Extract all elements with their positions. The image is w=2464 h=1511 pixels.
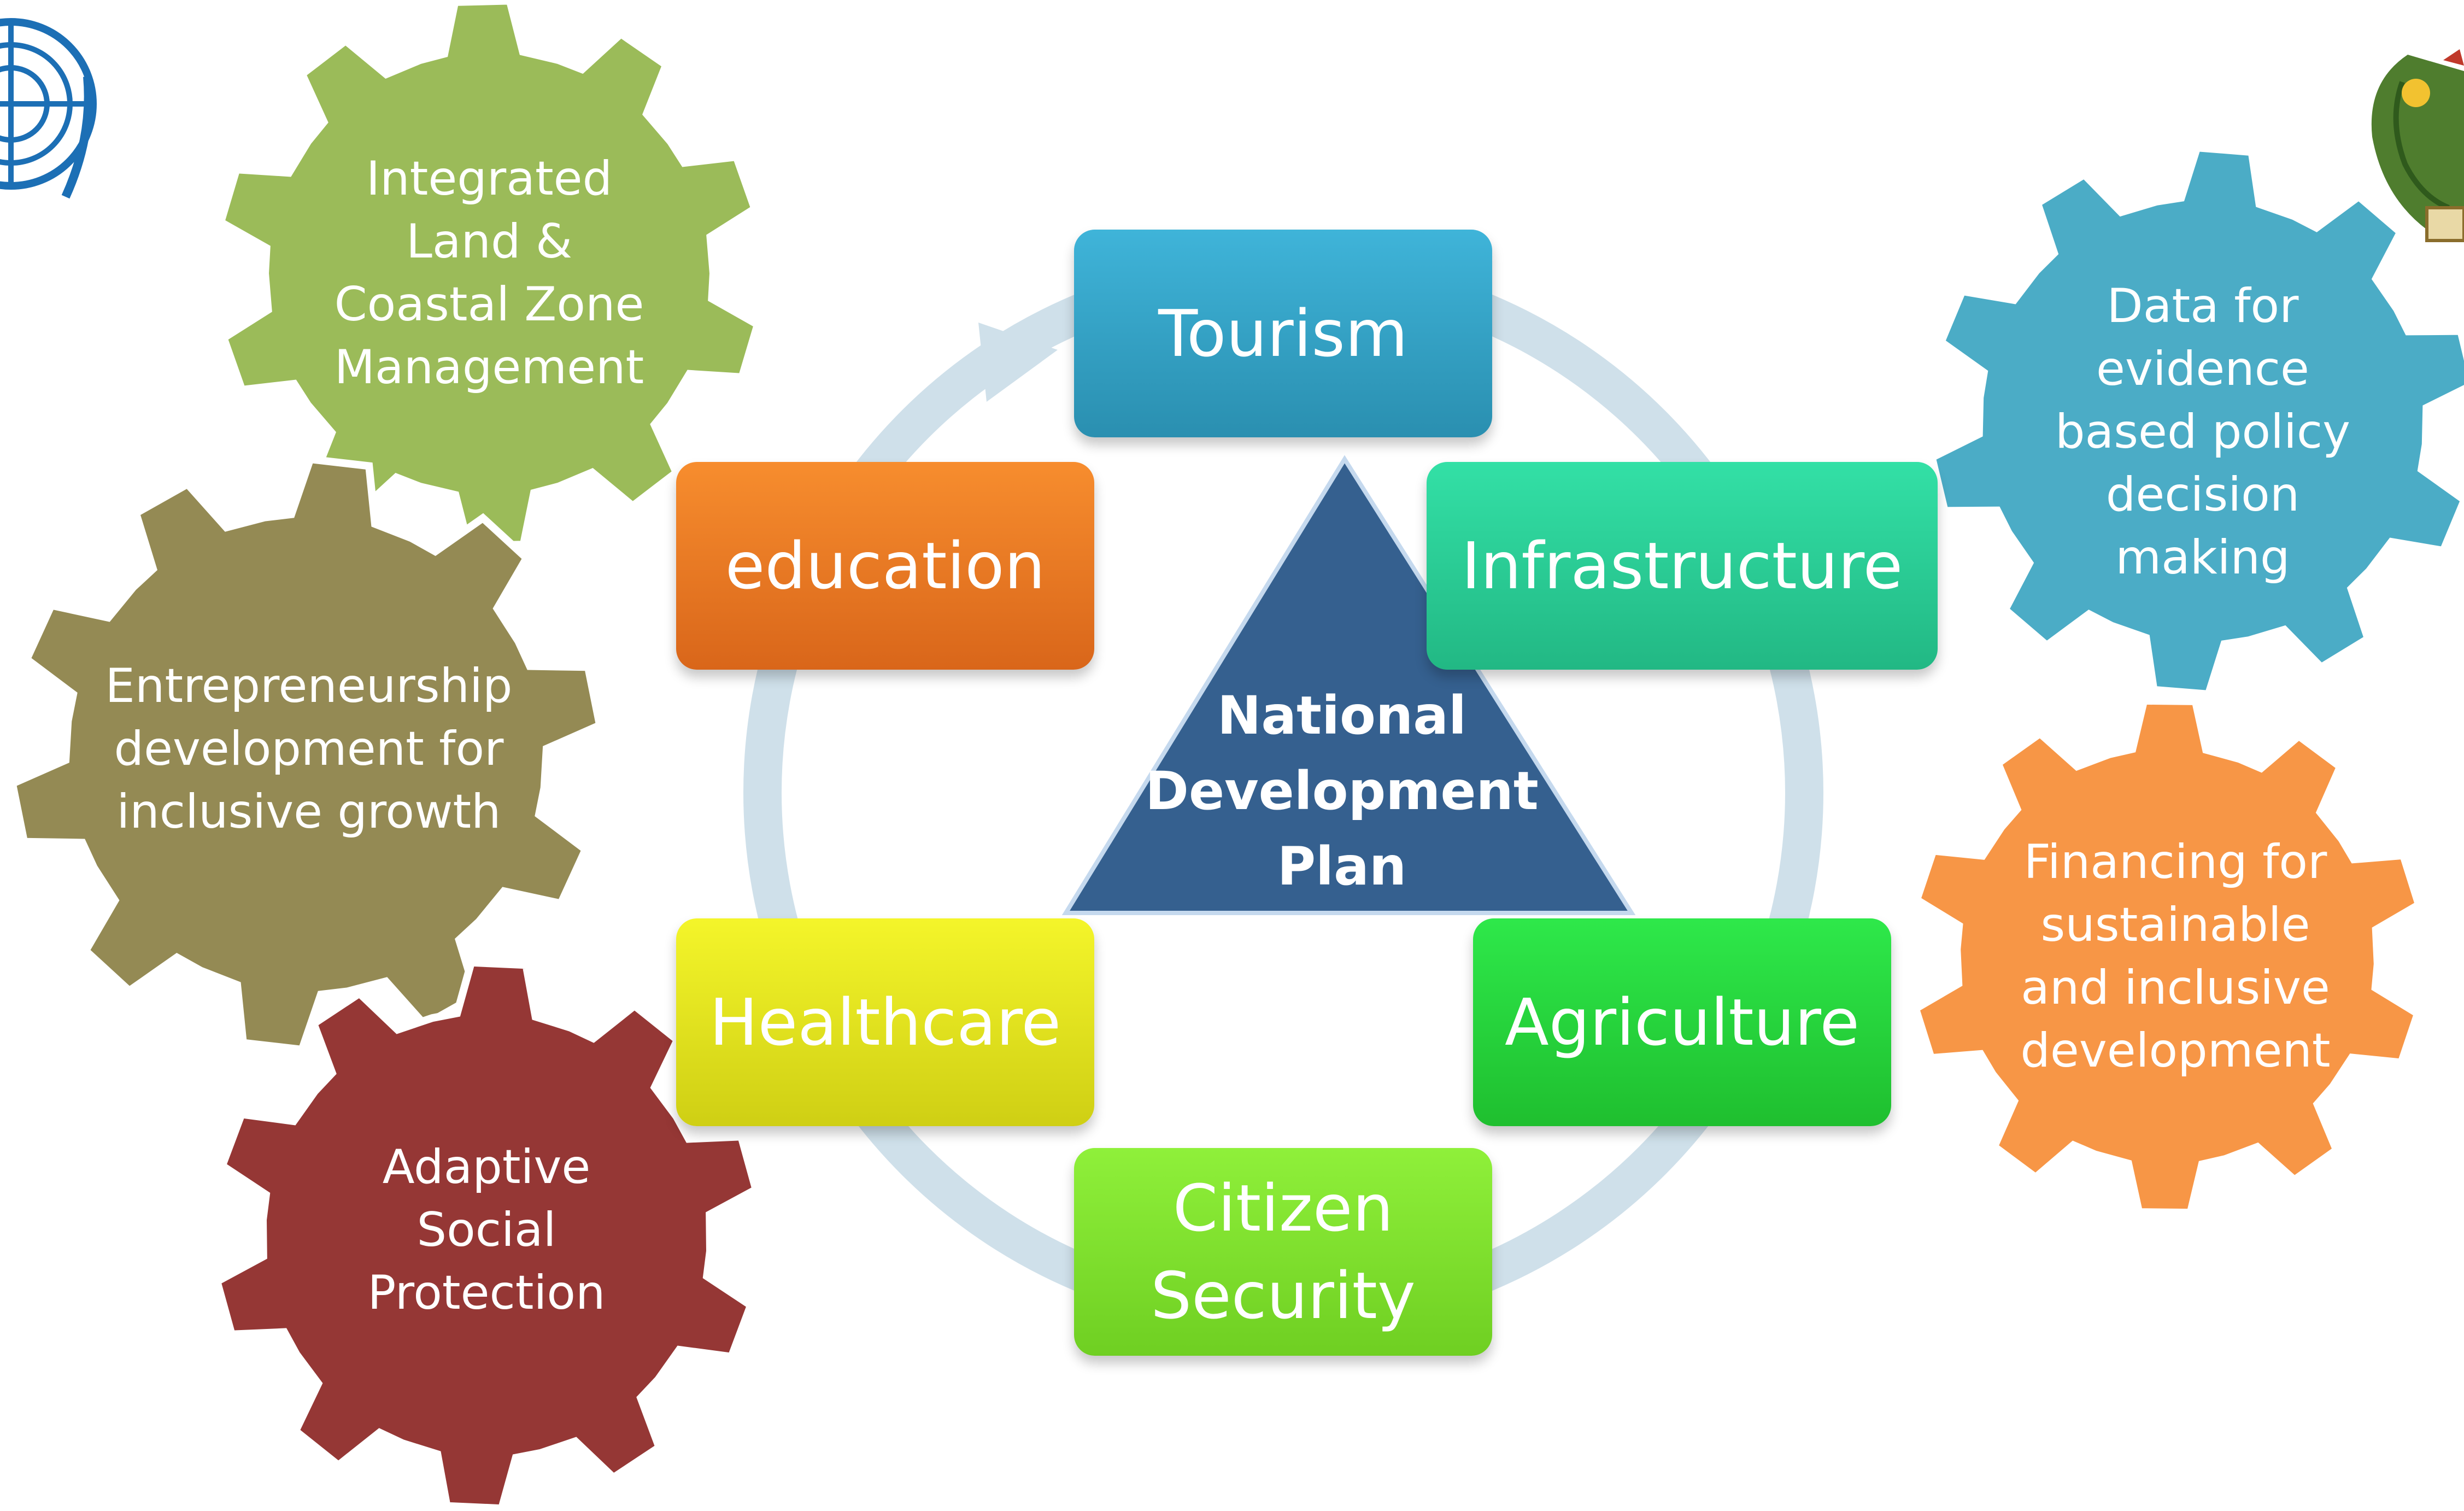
center-plan-label: National Development Plan bbox=[1145, 685, 1539, 897]
coat-of-arms-logo bbox=[2371, 49, 2464, 242]
center-triangle bbox=[1061, 455, 1636, 915]
sector-box-infrastructure: Infrastructure bbox=[1427, 462, 1938, 670]
gear-data-policy bbox=[1927, 143, 2464, 699]
sector-box-education: education bbox=[676, 462, 1094, 670]
gear-land-coastal bbox=[216, 0, 762, 550]
gear-label-social-protection: Adaptive Social Protection bbox=[367, 1139, 606, 1320]
sector-box-citizen-security: Citizen Security bbox=[1074, 1148, 1492, 1356]
gear-financing bbox=[1911, 696, 2424, 1217]
sector-box-agriculture: Agriculture bbox=[1473, 918, 1891, 1126]
gear-label-data-policy: Data for evidence based policy decision … bbox=[2055, 278, 2351, 585]
gear-label-financing: Financing for sustainable and inclusive … bbox=[2020, 835, 2331, 1078]
gear-label-land-coastal: Integrated Land & Coastal Zone Managemen… bbox=[334, 151, 644, 395]
un-emblem-logo bbox=[0, 18, 97, 199]
sector-box-tourism: Tourism bbox=[1074, 230, 1492, 437]
cycle-arrowhead bbox=[978, 323, 1058, 402]
gear-social-protection bbox=[212, 958, 761, 1511]
gear-entrepreneurship bbox=[8, 455, 605, 1054]
sector-box-healthcare: Healthcare bbox=[676, 918, 1094, 1126]
gear-label-entrepreneurship: Entrepreneurship development for inclusi… bbox=[105, 658, 513, 839]
